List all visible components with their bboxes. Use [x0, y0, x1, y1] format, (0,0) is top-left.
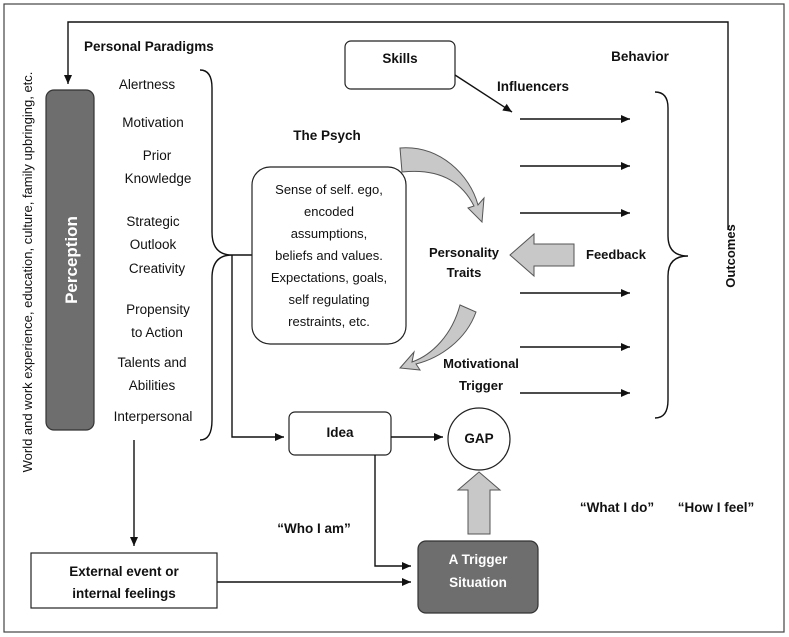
paradigm-brace — [199, 69, 233, 441]
external-event-box — [30, 552, 218, 609]
personal-paradigms-title: Personal Paradigms — [84, 39, 214, 54]
behavior-label: Behavior — [611, 49, 670, 64]
psych-line: Expectations, goals, — [271, 270, 387, 285]
paradigm-item: Creativity — [129, 261, 186, 276]
the-psych-label: The Psych — [293, 128, 361, 143]
skills-label: Skills — [382, 51, 417, 66]
paradigm-item: Knowledge — [125, 171, 192, 186]
brace-to-idea-connector — [231, 255, 284, 441]
perception-box — [45, 89, 95, 431]
psych-line: self regulating — [289, 292, 370, 307]
outer-frame — [3, 3, 785, 633]
skills-box — [344, 40, 456, 90]
curved-arrow-top — [399, 147, 485, 224]
external-line-1: External event or — [69, 564, 179, 579]
outcomes-brace — [654, 91, 689, 419]
psych-line: beliefs and values. — [275, 248, 383, 263]
curved-arrow-bottom — [398, 304, 477, 371]
paradigm-item: Prior — [143, 148, 172, 163]
how-i-feel-label: “How I feel” — [678, 500, 755, 515]
idea-box — [288, 411, 392, 456]
paradigm-item: Interpersonal — [114, 409, 193, 424]
psych-line: encoded — [304, 204, 354, 219]
gap-circle — [447, 407, 511, 471]
trigger-situation-line-1: A Trigger — [449, 552, 509, 567]
paradigm-item: Motivation — [122, 115, 184, 130]
gap-label: GAP — [464, 431, 493, 446]
paradigm-list: Alertness Motivation Prior Knowledge Str… — [114, 77, 193, 424]
idea-to-trigger-connector — [374, 455, 411, 570]
external-line-2: internal feelings — [72, 586, 176, 601]
side-text: World and work experience, education, cu… — [20, 72, 35, 473]
psych-box-text: Sense of self. ego, encoded assumptions,… — [271, 182, 387, 329]
perception-label: Perception — [62, 216, 81, 304]
paradigm-item: Abilities — [129, 378, 176, 393]
paradigm-item: Outlook — [130, 237, 177, 252]
feedback-label: Feedback — [586, 247, 647, 262]
psych-box — [251, 166, 407, 345]
paradigm-item: Propensity — [126, 302, 190, 317]
what-i-do-label: “What I do” — [580, 500, 654, 515]
psych-line: restraints, etc. — [288, 314, 370, 329]
feedback-loop-connector — [64, 21, 729, 230]
trigger-label: Trigger — [459, 378, 503, 393]
skills-arrow — [454, 74, 513, 113]
idea-label: Idea — [326, 425, 354, 440]
outcomes-label: Outcomes — [723, 224, 738, 288]
who-i-am-label: “Who I am” — [277, 521, 351, 536]
trigger-situation-line-2: Situation — [449, 575, 507, 590]
feedback-arrow — [509, 232, 575, 278]
personality-label: Personality — [429, 245, 500, 260]
up-arrow-to-gap — [456, 471, 502, 535]
paradigm-item: Strategic — [126, 214, 180, 229]
behavior-arrows — [520, 115, 630, 397]
psych-line: Sense of self. ego, — [275, 182, 383, 197]
motivational-label: Motivational — [443, 356, 519, 371]
paradigm-item: to Action — [131, 325, 183, 340]
influencers-label: Influencers — [497, 79, 569, 94]
psych-line: assumptions, — [291, 226, 368, 241]
traits-label: Traits — [447, 265, 482, 280]
trigger-situation-box — [417, 540, 539, 614]
paradigm-item: Alertness — [119, 77, 176, 92]
paradigm-item: Talents and — [117, 355, 186, 370]
